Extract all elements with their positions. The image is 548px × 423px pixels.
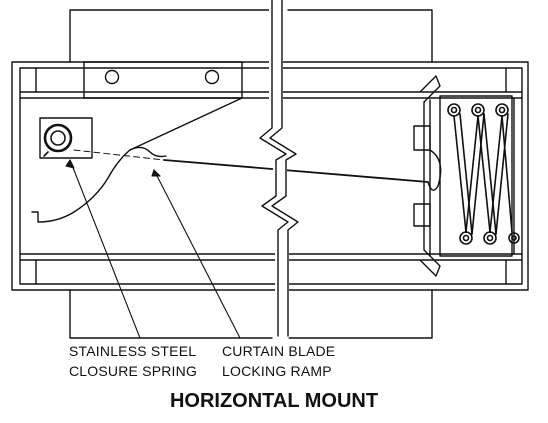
bracket-hole-left <box>104 69 120 85</box>
callout-closure-spring-line1: STAINLESS STEEL <box>69 343 196 359</box>
diagram-caption: HORIZONTAL MOUNT <box>170 390 378 412</box>
closure-spring-housing <box>39 117 93 159</box>
callout-closure-spring-line2: CLOSURE SPRING <box>69 363 197 379</box>
leader-closure-spring <box>69 159 141 339</box>
closure-spring-coil-outer <box>43 123 73 153</box>
leader-locking-ramp <box>153 169 241 339</box>
blade-strap <box>73 149 429 183</box>
bracket-hole-right <box>204 69 220 85</box>
closure-spring-coil-inner <box>50 130 66 146</box>
leader-lines <box>65 159 241 339</box>
folded-curtain-blades <box>413 75 513 277</box>
callout-locking-ramp-line1: CURTAIN BLADE <box>222 343 335 359</box>
break-line <box>257 0 299 343</box>
curtain-blade-locking-ramp <box>31 97 243 223</box>
callout-locking-ramp-line2: LOCKING RAMP <box>222 363 332 379</box>
blade-springs <box>447 103 520 245</box>
sleeve-outline <box>69 9 433 339</box>
